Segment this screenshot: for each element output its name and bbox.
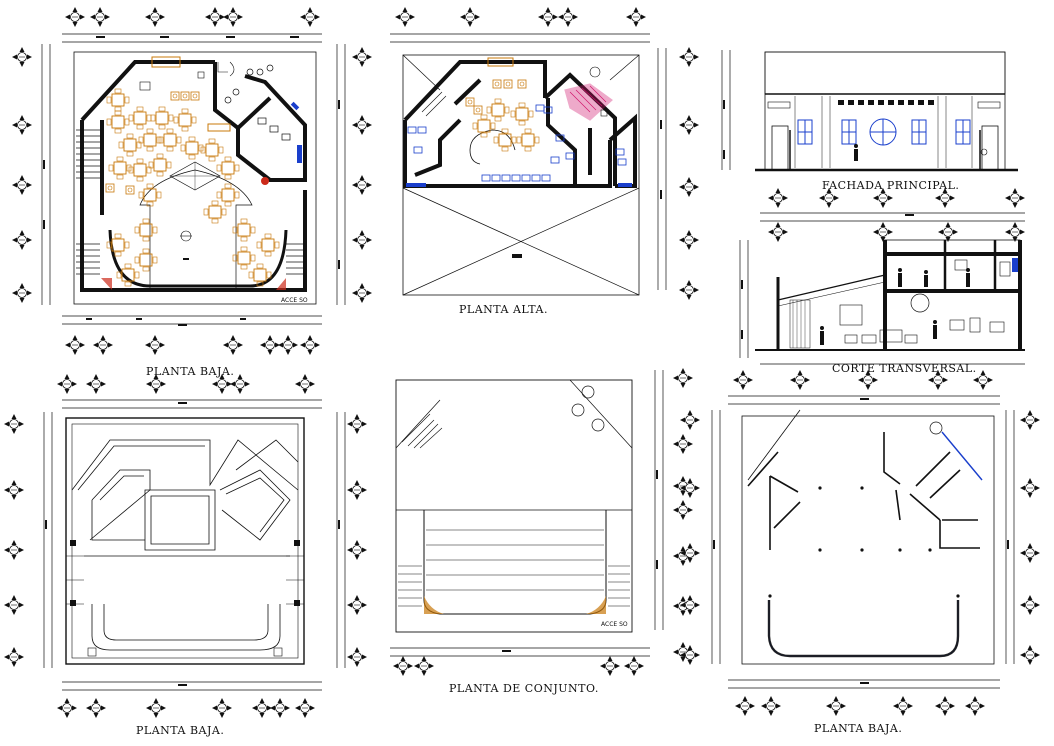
title-corte-transversal: CORTE TRANSVERSAL. [832,362,977,375]
elevation-fachada-principal [755,51,1018,172]
section-corte-transversal [755,239,1025,351]
plan-planta-alta [402,54,640,296]
plan-planta-baja-outline [65,417,305,665]
title-fachada-principal: FACHADA PRINCIPAL. [822,179,960,192]
access-label-planta-baja: ACCE SO [281,297,308,304]
title-planta-alta: PLANTA ALTA. [459,303,548,316]
title-planta-de-conjunto: PLANTA DE CONJUNTO. [449,682,599,695]
access-label-planta-conjunto: ACCE SO [601,621,628,628]
plan-planta-de-conjunto [395,379,633,633]
kitchen-hatch [564,83,613,121]
dimension-ticks [43,36,1009,686]
plan-planta-baja-furnished [73,51,317,305]
title-planta-baja-3: PLANTA BAJA. [814,722,903,735]
plan-planta-baja-structure [741,409,995,665]
dimension-lines [41,33,1025,691]
title-planta-baja-1: PLANTA BAJA. [146,365,235,378]
title-planta-baja-2: PLANTA BAJA. [136,724,225,737]
